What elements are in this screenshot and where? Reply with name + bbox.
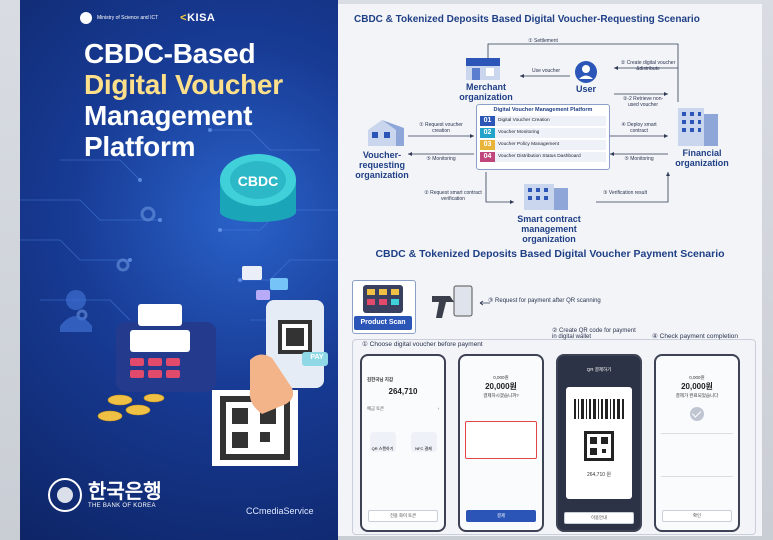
choose-voucher-label: ① Choose digital voucher before payment (362, 341, 483, 348)
barcode-qr-icon (574, 399, 624, 461)
payment-steps-frame (352, 339, 756, 535)
right-poster: CBDC & Tokenized Deposits Based Digital … (338, 4, 762, 536)
platform-item-text: Digital Voucher Creation (495, 115, 606, 126)
receipt-details (661, 433, 733, 477)
user-label: User (575, 84, 596, 94)
smart-contract-building-icon (524, 184, 568, 210)
credit-text: CCmediaService (246, 506, 314, 516)
financial-building-icon (678, 108, 718, 146)
bank-of-korea-seal-icon (48, 478, 82, 512)
bank-of-korea-logo: 한국은행 THE BANK OF KOREA (48, 478, 162, 512)
phone-qr-icon (266, 300, 328, 388)
requesting-diagram-arrows (368, 43, 718, 210)
phone-payment-confirm: 0,000원 20,000원 결제하시겠습니까? 결제 (458, 354, 544, 532)
coin-label: CBDC (237, 173, 279, 189)
pos-terminal-icon (116, 304, 216, 392)
platform-item-text: Voucher Policy Management (495, 139, 606, 150)
platform-item-text: Voucher Distribution Status Dashboard (495, 151, 606, 162)
pos-screen-icon (363, 285, 403, 313)
check-completion-label: ④ Check payment completion (652, 333, 739, 340)
voucher-selection-highlight[interactable] (465, 421, 537, 459)
payment-scenario-title: CBDC & Tokenized Deposits Based Digital … (375, 248, 725, 260)
partner-logos: Ministry of Science and ICT <KISA (80, 12, 215, 24)
financial-org-label: Financial organization (675, 148, 729, 168)
monitoring-right-label: ⑤ Monitoring (624, 156, 654, 162)
platform-item-text: Voucher Monitoring (495, 127, 606, 138)
platform-item-number: 02 (480, 127, 495, 138)
deploy-contract-label: ④ Deploy smart contract (621, 122, 657, 134)
phone-qr-code: QR 결제하기 264,710 원 이용안내 (556, 354, 642, 532)
arrow-left-icon (479, 300, 490, 306)
platform-item-number: 03 (480, 139, 495, 150)
verification-result-label: ③ Verification result (603, 190, 647, 196)
gold-coins-icon (97, 393, 165, 422)
request-verification-label: ② Request smart contract verification (424, 190, 482, 202)
merchant-org-label: Merchant organization (459, 82, 513, 102)
request-creation-label: ① Request voucher creation (419, 122, 463, 134)
phone3-info-button[interactable]: 이용안내 (564, 512, 634, 524)
nfc-pay-tile[interactable]: NFC 결제 (410, 432, 437, 452)
smart-contract-org-label: Smart contract management organization (517, 214, 581, 244)
create-distribute-label: ② Create digital voucher &distribute (620, 60, 676, 72)
product-scan-box (352, 280, 416, 334)
person-silhouette-icon (60, 290, 92, 332)
scanner-tablet-icon (432, 285, 473, 318)
circuit-background (20, 128, 338, 466)
platform-item-number: 01 (480, 115, 495, 126)
ministry-seal-icon (80, 12, 92, 24)
voucher-requesting-org-label: Voucher-requesting organization (355, 150, 409, 180)
kisa-logo: <KISA (180, 12, 216, 24)
product-scan-button[interactable]: Product Scan (354, 316, 412, 330)
cbdc-coin (220, 154, 296, 222)
ministry-logo: Ministry of Science and ICT (80, 12, 158, 24)
check-complete-icon (690, 407, 704, 421)
monitoring-left-label: ⑤ Monitoring (426, 156, 456, 162)
phone-payment-complete: 0,000원 20,000원 결제가 완료되었습니다 확인 (654, 354, 740, 532)
settlement-label: ① Settlement (528, 38, 558, 44)
pay-button[interactable]: 결제 (466, 510, 536, 522)
user-icon (575, 61, 597, 83)
qr-card: 264,710 원 (566, 387, 632, 499)
platform-item-number: 04 (480, 151, 495, 162)
voucher-org-building-icon (368, 120, 404, 146)
requesting-scenario-title: CBDC & Tokenized Deposits Based Digital … (354, 14, 700, 25)
hand-icon (249, 354, 294, 414)
pay-tag: PAY (310, 354, 324, 361)
confirm-button[interactable]: 확인 (662, 510, 732, 522)
request-payment-label: ③ Request for payment after QR scanning (488, 298, 601, 304)
phone1-bottom-button[interactable]: 전용 화이 토큰 (368, 510, 438, 522)
retrieve-label: ②-2 Retrieve non-used voucher (622, 96, 664, 108)
qr-scan-tile[interactable]: QR 스캔하기 (369, 432, 396, 452)
phone-wallet: 김한국님 지갑 264,710 예금 토큰› QR 스캔하기 NFC 결제 전용… (360, 354, 446, 532)
left-poster: Ministry of Science and ICT <KISA CBDC-B… (20, 0, 338, 540)
poster-title: CBDC-Based Digital Voucher Management Pl… (84, 38, 283, 162)
merchant-building-icon (466, 58, 500, 80)
create-qr-label: ② Create QR code for payment in digital … (552, 328, 636, 340)
use-voucher-label: Use voucher (531, 68, 561, 74)
